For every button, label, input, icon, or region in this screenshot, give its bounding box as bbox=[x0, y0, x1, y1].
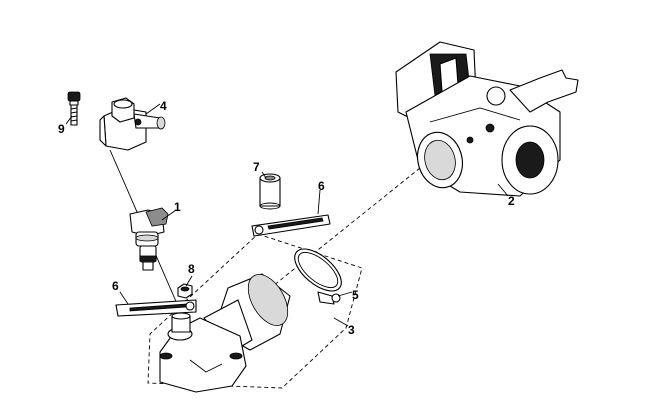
callout-1: 1 bbox=[174, 200, 181, 214]
callout-8: 8 bbox=[188, 262, 195, 276]
callout-9: 9 bbox=[58, 122, 65, 136]
assembly-outline-3 bbox=[147, 233, 363, 389]
callout-6-upper: 6 bbox=[318, 179, 325, 193]
fuel-rail-cap-4 bbox=[99, 97, 166, 151]
nut-8 bbox=[177, 283, 193, 299]
intake-manifold-3 bbox=[159, 273, 291, 393]
strap-6-lower bbox=[115, 299, 197, 317]
spacer-7 bbox=[259, 173, 281, 210]
callout-6-lower: 6 bbox=[112, 279, 119, 293]
callout-4: 4 bbox=[160, 99, 167, 113]
callout-5: 5 bbox=[352, 288, 359, 302]
centerline-throttle bbox=[267, 167, 421, 291]
hose-clamp-5 bbox=[294, 248, 342, 305]
throttle-body-2 bbox=[395, 41, 579, 197]
callout-7: 7 bbox=[253, 160, 260, 174]
leader-lines bbox=[65, 103, 509, 327]
callout-3: 3 bbox=[348, 323, 355, 337]
fuel-injector-1 bbox=[129, 207, 169, 271]
callout-2: 2 bbox=[508, 194, 515, 208]
strap-6-upper bbox=[251, 214, 331, 237]
bolt-9 bbox=[67, 91, 81, 126]
